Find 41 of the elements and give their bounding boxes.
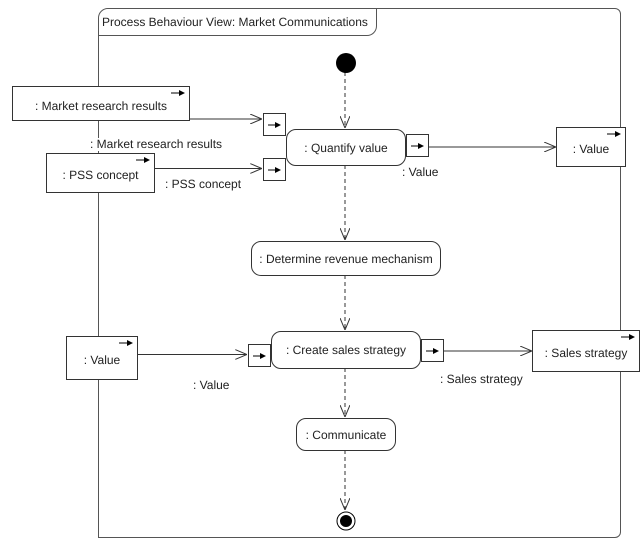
pin (406, 134, 429, 157)
action-name: : Communicate (306, 428, 386, 442)
arrow (442, 346, 532, 356)
arrow (154, 163, 262, 174)
pin-label: : Value (193, 379, 230, 392)
object-node (46, 153, 155, 193)
action-node (286, 129, 406, 166)
arrow (340, 450, 350, 510)
pin (248, 344, 271, 367)
final-node (336, 511, 356, 531)
action-node (296, 418, 396, 451)
action-node (271, 331, 421, 369)
object-node (556, 127, 626, 167)
arrow (340, 368, 350, 418)
arrow (340, 72, 350, 128)
pin-label: : Sales strategy (440, 373, 523, 386)
action-name: : Quantify value (304, 140, 388, 154)
arrow (340, 164, 350, 240)
pin (421, 339, 444, 362)
object-node (12, 86, 190, 121)
arrow (340, 274, 350, 330)
pin-label: : PSS concept (165, 178, 242, 191)
pin (263, 158, 286, 181)
action-name: : Create sales strategy (286, 343, 406, 357)
pin-label: : Market research results (90, 138, 222, 151)
object-name: : Value (84, 352, 120, 367)
frame-title: Process Behaviour View: Market Communications (99, 9, 377, 36)
arrow (428, 142, 556, 152)
arrow (138, 349, 248, 360)
action-node (251, 241, 441, 276)
object-name: : PSS concept (62, 167, 139, 182)
object-node (66, 336, 138, 380)
object-name: : Sales strategy (544, 345, 628, 360)
action-name: : Determine revenue mechanism (259, 252, 433, 266)
object-name: : Value (572, 141, 610, 156)
object-name: : Market research results (34, 98, 168, 112)
pin (263, 113, 286, 136)
initial-node (336, 53, 356, 73)
pin-label: : Value (402, 166, 438, 179)
arrow (190, 114, 262, 124)
object-node (532, 330, 640, 372)
